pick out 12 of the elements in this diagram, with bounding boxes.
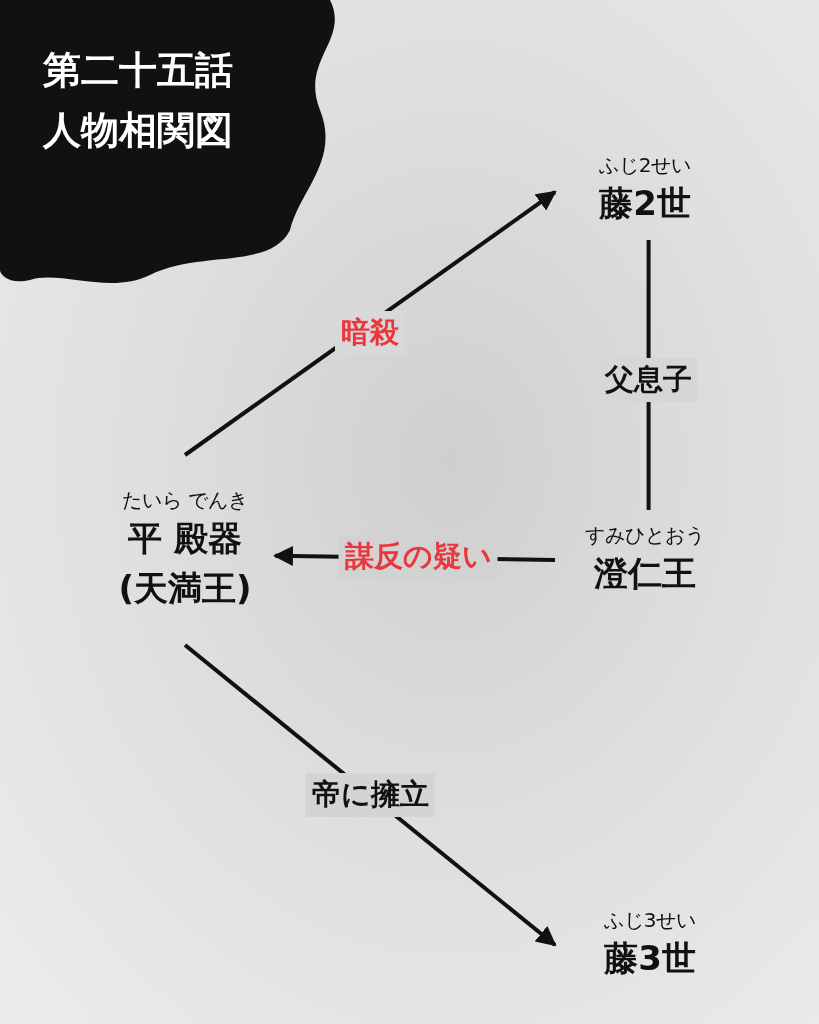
title: 第二十五話人物相関図 — [41, 47, 234, 154]
edge-label: 帝に擁立 — [305, 773, 435, 817]
character-name: 藤3世 — [604, 936, 696, 980]
edge-label: 謀反の疑い — [338, 535, 498, 579]
character-name: 平 殿器 (天満王) — [117, 517, 253, 610]
reading-text: ふじ3せい — [603, 906, 697, 934]
reading-text: ふじ2せい — [598, 151, 692, 179]
reading-text: すみひとおう — [585, 521, 705, 549]
character-name: 藤2世 — [599, 181, 691, 225]
character-name: 澄仁王 — [594, 551, 696, 595]
edge-label: 暗殺 — [335, 311, 405, 355]
reading-text: たいら でんき — [121, 487, 249, 515]
